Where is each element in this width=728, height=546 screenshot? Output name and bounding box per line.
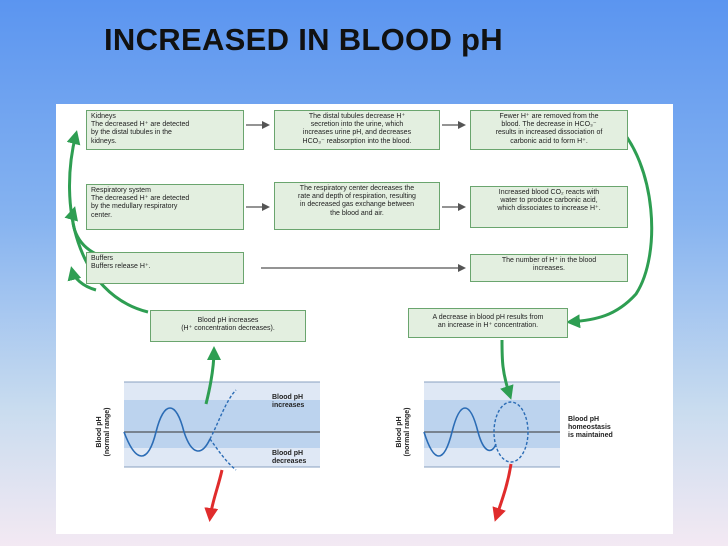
green-arrow-to-kidneys [66, 130, 149, 314]
diagram-panel: Kidneys The decreased H⁺ are detected by… [56, 104, 673, 534]
slide-title: INCREASED IN BLOOD pH [104, 22, 503, 57]
green-arrow-right-loop [566, 122, 654, 329]
green-arrow-to-respiratory [64, 206, 97, 256]
box-respiratory-detection: Respiratory system The decreased H⁺ are … [86, 184, 244, 230]
left-graph [123, 381, 320, 471]
right-graph-axis-title: Blood pH (normal range) [396, 407, 411, 457]
green-arrow-into-right-graph [500, 339, 514, 400]
box-blood-ph-decrease-result: A decrease in blood pH results from an i… [408, 308, 568, 338]
box-respiratory-effect: Increased blood CO₂ reacts with water to… [470, 186, 628, 228]
box-kidneys-effect: Fewer H⁺ are removed from the blood. The… [470, 110, 628, 150]
red-arrow-right-graph [492, 463, 513, 522]
left-graph-dashed-up [209, 389, 237, 440]
right-graph [423, 381, 560, 468]
left-graph-axis-title: Blood pH (normal range) [96, 407, 111, 457]
left-graph-dashed-down [209, 438, 237, 471]
left-graph-label-decreases: Blood pH decreases [272, 450, 307, 465]
box-blood-ph-increases: Blood pH increases (H⁺ concentration dec… [150, 310, 306, 342]
diagram-arrows-and-graphs [64, 121, 654, 522]
box-buffers: Buffers Buffers release H⁺. [86, 252, 244, 284]
green-arrow-graph-up [204, 346, 221, 405]
green-arrow-to-buffers [67, 266, 97, 292]
right-graph-dashed-loop [493, 401, 529, 463]
box-respiratory-action: The respiratory center decreases the rat… [274, 182, 440, 230]
right-graph-normal-band [424, 400, 560, 448]
red-arrow-left-graph [204, 469, 224, 522]
box-kidneys-detection: Kidneys The decreased H⁺ are detected by… [86, 110, 244, 150]
right-graph-label-homeostasis: Blood pH homeostasis is maintained [568, 416, 613, 439]
left-graph-normal-band [124, 400, 320, 448]
left-graph-curve [123, 407, 211, 457]
left-graph-label-increases: Blood pH increases [272, 394, 305, 409]
right-graph-curve [423, 407, 497, 457]
box-kidneys-action: The distal tubules decrease H⁺ secretion… [274, 110, 440, 150]
box-h-increases: The number of H⁺ in the blood increases. [470, 254, 628, 282]
